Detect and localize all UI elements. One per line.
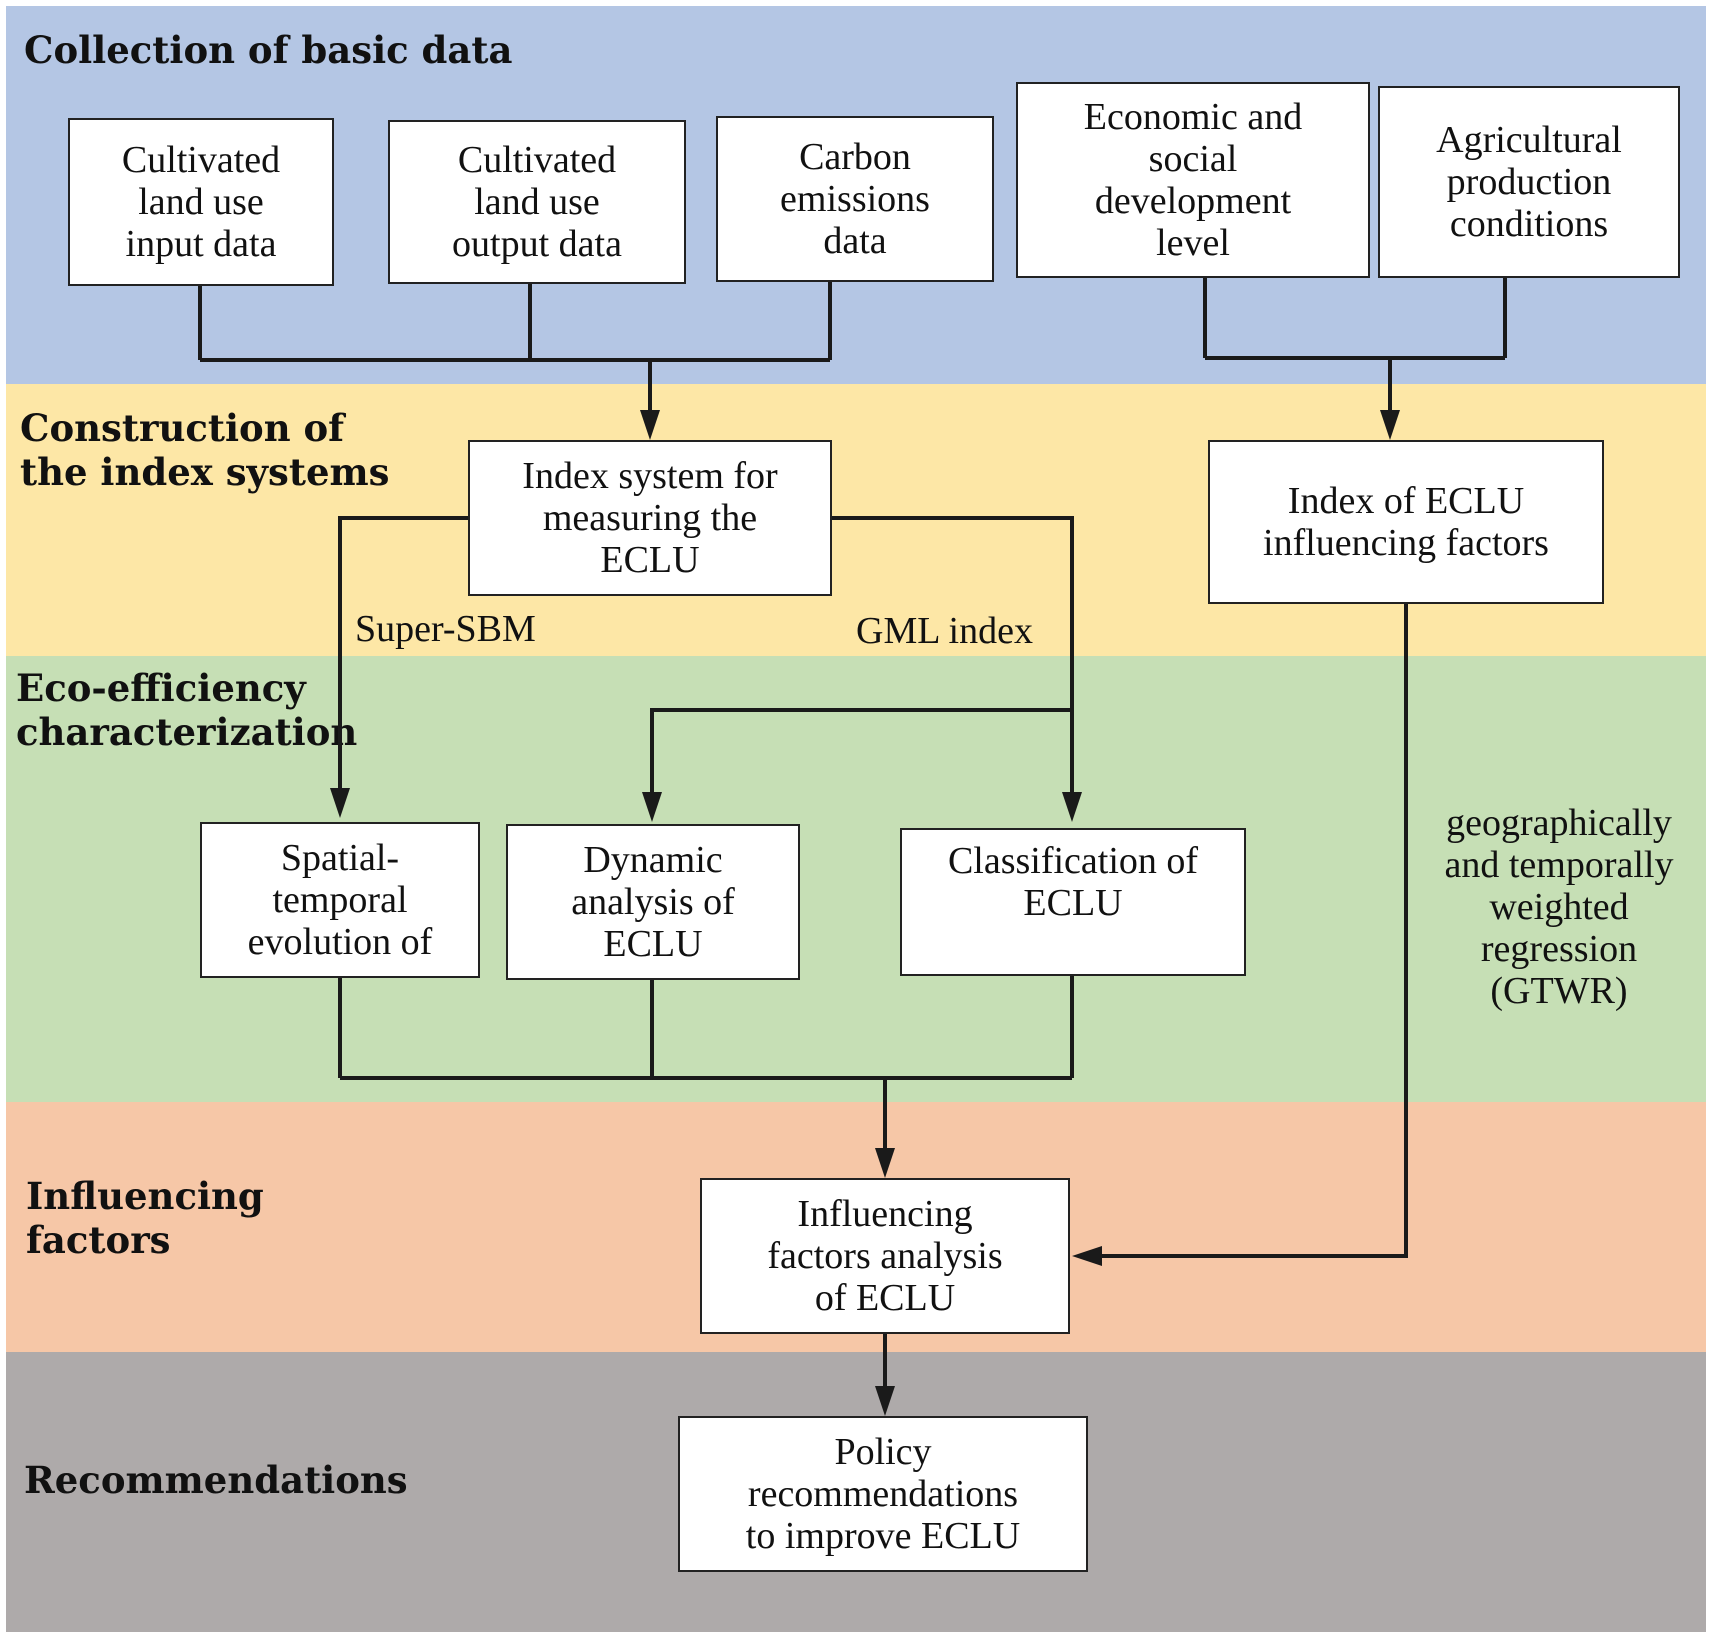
section-title-collection: Collection of basic data <box>24 28 513 72</box>
section-title-eco-efficiency: Eco-efficiency characterization <box>16 666 358 754</box>
arrowhead-dynamic <box>642 792 662 822</box>
arrowhead-classification <box>1062 792 1082 822</box>
label-gtwr: geographically and temporally weighted r… <box>1444 802 1674 1012</box>
node-carbon-data: Carbon emissions data <box>716 116 994 282</box>
node-index-system: Index system for measuring the ECLU <box>468 440 832 596</box>
arrowhead-index-system <box>640 410 660 440</box>
label-super-sbm: Super-SBM <box>355 608 536 650</box>
arrowhead-index-factors <box>1380 410 1400 440</box>
node-policy: Policy recommendations to improve ECLU <box>678 1416 1088 1572</box>
arrowhead-spatial-temporal <box>330 788 350 818</box>
connector-gml-index <box>832 516 1074 794</box>
connector-to-dynamic <box>650 708 1072 794</box>
section-title-influencing-factors: Influencing factors <box>26 1174 264 1262</box>
node-spatial-temporal: Spatial- temporal evolution of <box>200 822 480 978</box>
node-influencing-analysis: Influencing factors analysis of ECLU <box>700 1178 1070 1334</box>
arrowhead-policy <box>875 1386 895 1416</box>
node-agri-conditions: Agricultural production conditions <box>1378 86 1680 278</box>
arrowhead-influencing <box>875 1148 895 1178</box>
node-econ-social: Economic and social development level <box>1016 82 1370 278</box>
arrowhead-gtwr <box>1072 1246 1102 1266</box>
node-classification: Classification of ECLU <box>900 828 1246 976</box>
node-output-data: Cultivated land use output data <box>388 120 686 284</box>
node-dynamic-analysis: Dynamic analysis of ECLU <box>506 824 800 980</box>
label-gml-index: GML index <box>856 610 1033 652</box>
connector-gtwr <box>1100 604 1408 1258</box>
node-input-data: Cultivated land use input data <box>68 118 334 286</box>
section-title-index-systems: Construction of the index systems <box>20 406 390 494</box>
node-index-factors: Index of ECLU influencing factors <box>1208 440 1604 604</box>
section-title-recommendations: Recommendations <box>24 1458 408 1502</box>
connector-super-sbm <box>338 516 468 790</box>
